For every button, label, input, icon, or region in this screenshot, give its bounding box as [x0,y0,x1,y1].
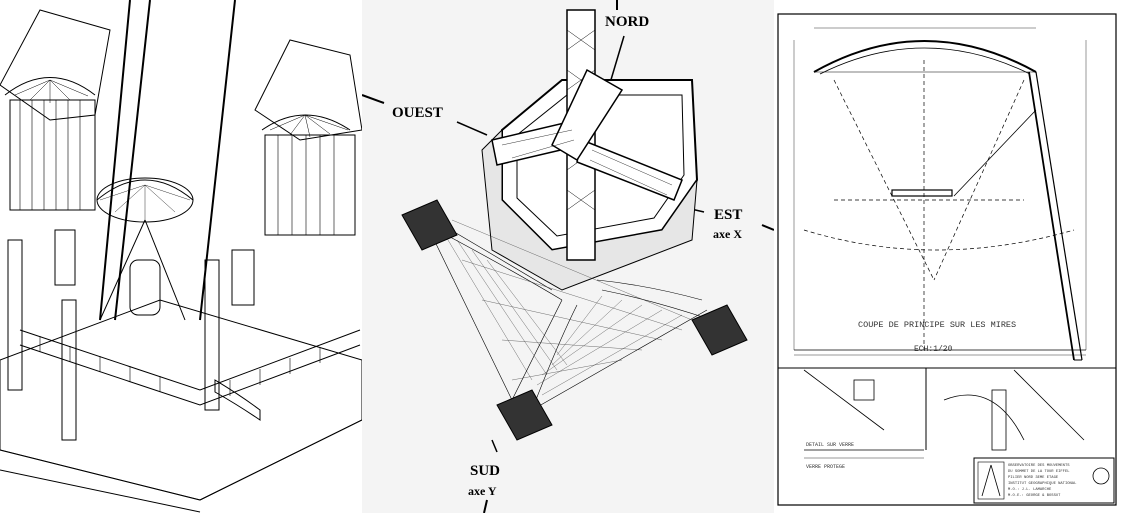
tower-line-art: NORD OUEST EST axe X SUD axe Y [362,0,774,513]
platform-line-art [0,0,362,513]
tower-plan-view: NORD OUEST EST axe X SUD axe Y [362,0,774,513]
technical-section-drawing: COUPE DE PRINCIPE SUR LES MIRES ECH:1/20… [774,0,1140,513]
west-label: OUEST [392,105,443,121]
south-label: SUD [470,463,500,479]
title-block: OBSERVATOIRE DES MOUVEMENTS DU SOMMET DE… [1008,464,1077,498]
section-title: COUPE DE PRINCIPE SUR LES MIRES [858,320,1016,330]
title-line-6: M.O.E.: GEORGE & BOSSUT [1008,494,1061,498]
east-axis-label: axe X [713,227,742,241]
title-line-4: INSTITUT GEOGRAPHIQUE NATIONAL [1008,482,1077,486]
section-line-art: COUPE DE PRINCIPE SUR LES MIRES ECH:1/20… [777,13,1117,506]
title-line-3: PILIER NORD 3EME ETAGE [1008,476,1059,480]
title-line-5: M.O.: J.L. LAMARCHE [1008,488,1052,492]
east-label: EST [714,207,742,223]
platform-perspective-drawing [0,0,362,513]
section-scale: ECH:1/20 [914,345,953,354]
north-label: NORD [605,14,649,30]
title-line-1: OBSERVATOIRE DES MOUVEMENTS [1008,464,1070,468]
south-axis-label: axe Y [468,484,497,498]
detail-label-2: VERRE PROTEGE [806,464,845,470]
title-line-2: DU SOMMET DE LA TOUR EIFFEL [1008,470,1070,474]
detail-label: DETAIL SUR VERRE [806,442,854,448]
